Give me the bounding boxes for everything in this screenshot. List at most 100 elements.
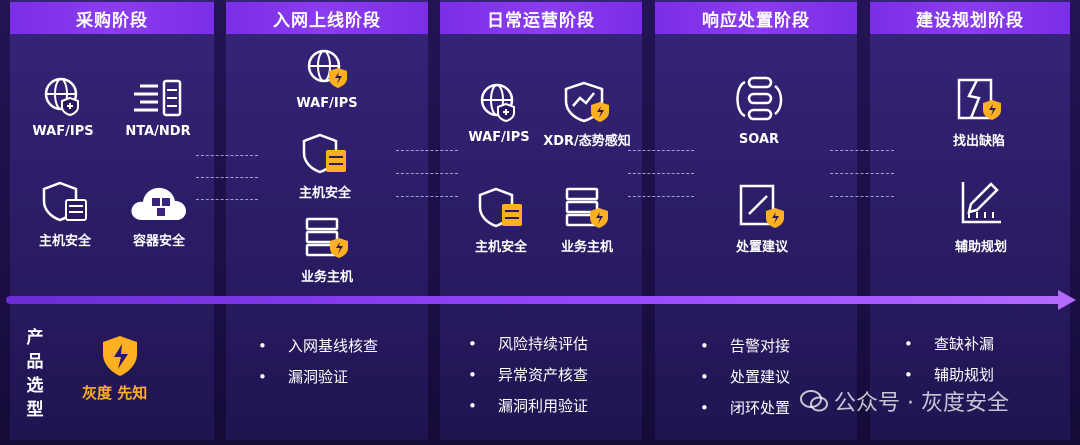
- list-item-text: 告警对接: [730, 337, 791, 355]
- shield-server-icon: [302, 133, 346, 174]
- connector-line: [396, 150, 458, 151]
- bullet-dot: •: [468, 365, 477, 384]
- shield-server-icon: [478, 187, 522, 228]
- connector-line: [628, 173, 694, 174]
- node-label: WAF/IPS: [32, 124, 94, 139]
- node-label: 主机安全: [298, 186, 351, 201]
- node-label: 主机安全: [474, 240, 527, 255]
- list-item: • 查缺补漏: [904, 328, 994, 359]
- list-item: • 漏洞验证: [258, 361, 378, 392]
- connector-line: [830, 173, 894, 174]
- bullet-dot: •: [904, 365, 913, 384]
- wechat-icon: [800, 390, 828, 412]
- timeline-bar: [6, 296, 1070, 304]
- globe-shield-icon: [480, 83, 515, 123]
- cloud-cubes-icon: [131, 187, 186, 220]
- node-label: 找出缺陷: [952, 134, 1005, 149]
- node-label: 业务主机: [560, 240, 613, 255]
- list-item-text: 闭环处置: [730, 399, 791, 417]
- node-label: WAF/IPS: [296, 96, 358, 111]
- connector-line: [396, 196, 458, 197]
- stage-header: 日常运营阶段: [440, 2, 642, 34]
- connector-line: [196, 177, 258, 178]
- list-item: • 入网基线核查: [258, 330, 378, 361]
- stage-header: 采购阶段: [10, 2, 214, 34]
- bullet-list-planning: • 查缺补漏 • 辅助规划: [904, 328, 994, 390]
- node-business-host: 业务主机: [292, 216, 362, 285]
- node-business-host: 业务主机: [550, 186, 624, 255]
- node-label: 主机安全: [38, 234, 91, 249]
- bullet-dot: •: [258, 336, 267, 355]
- stage-column-response: 响应处置阶段: [655, 0, 857, 440]
- list-item-text: 漏洞验证: [288, 368, 349, 386]
- bullet-dot: •: [700, 398, 709, 417]
- list-item: • 闭环处置: [700, 392, 790, 423]
- list-item-text: 入网基线核查: [288, 337, 379, 355]
- list-item: • 告警对接: [700, 330, 790, 361]
- product-selection-label: 产品选型: [26, 328, 44, 420]
- stage-header: 响应处置阶段: [655, 2, 857, 34]
- bullet-dot: •: [258, 367, 267, 386]
- list-item-text: 查缺补漏: [934, 335, 995, 353]
- list-item-text: 处置建议: [730, 368, 791, 386]
- timeline-arrow: [1058, 290, 1076, 310]
- bolt-shield-icon: [103, 336, 137, 376]
- shield-server-icon: [42, 181, 87, 222]
- server-rack-icon: [134, 79, 182, 117]
- node-label: WAF/IPS: [468, 130, 530, 145]
- node-container-security: 容器安全: [124, 180, 194, 249]
- bullet-dot: •: [700, 336, 709, 355]
- list-item: •风险持续评估: [468, 328, 588, 359]
- list-item: • 异常资产核查: [468, 359, 588, 390]
- connector-line: [830, 196, 894, 197]
- connector-line: [196, 155, 258, 156]
- document-pen-icon: [739, 184, 784, 228]
- node-waf-ips: WAF/IPS: [28, 74, 98, 139]
- bullet-dot: •: [904, 334, 913, 353]
- node-label: NTA/NDR: [125, 124, 191, 139]
- watermark: 公众号 · 灰度安全: [800, 385, 1009, 417]
- connector-line: [830, 150, 894, 151]
- brand-name: 灰度 先知: [82, 384, 148, 402]
- connector-line: [396, 173, 458, 174]
- workflow-cycle-icon: [736, 76, 783, 121]
- list-item-text: 风险持续评估: [498, 335, 589, 353]
- node-nta-ndr: NTA/NDR: [118, 78, 198, 139]
- connector-line: [196, 199, 258, 200]
- node-xdr: XDR/态势感知: [540, 80, 634, 149]
- stage-column-operations: 日常运营阶段: [440, 0, 642, 440]
- stage-column-planning: 建设规划阶段: [870, 0, 1070, 440]
- bullet-list-operations: •风险持续评估 • 异常资产核查 • 漏洞利用验证: [468, 328, 588, 421]
- bullet-list-response: • 告警对接 • 处置建议 • 闭环处置: [700, 330, 790, 423]
- list-item-text: 漏洞利用验证: [498, 397, 589, 415]
- node-label: 辅助规划: [954, 240, 1007, 255]
- node-host-security: 主机安全: [464, 186, 538, 255]
- node-label: XDR/态势感知: [543, 134, 631, 149]
- list-item: • 漏洞利用验证: [468, 390, 588, 421]
- globe-shield-icon: [44, 77, 79, 117]
- bullet-dot: •: [700, 367, 709, 386]
- node-label: 容器安全: [132, 234, 185, 249]
- bullet-dot: •: [468, 396, 477, 415]
- list-item-text: 异常资产核查: [498, 366, 589, 384]
- bullet-list-onboarding: • 入网基线核查 • 漏洞验证: [258, 330, 378, 392]
- connector-line: [628, 196, 694, 197]
- node-label: SOAR: [738, 132, 780, 147]
- list-item: • 处置建议: [700, 361, 790, 392]
- broken-panel-icon: [957, 78, 1001, 120]
- list-item-text: 辅助规划: [934, 366, 995, 384]
- server-bolt-icon: [565, 187, 608, 228]
- node-find-defects: 找出缺陷: [944, 76, 1014, 149]
- node-waf-ips: WAF/IPS: [292, 48, 362, 111]
- ruler-pencil-icon: [961, 182, 1001, 224]
- globe-bolt-icon: [307, 49, 347, 88]
- node-label: 业务主机: [300, 270, 353, 285]
- node-host-security: 主机安全: [30, 180, 100, 249]
- server-bolt-icon: [305, 217, 348, 258]
- node-soar: SOAR: [724, 74, 794, 147]
- node-label: 处置建议: [735, 240, 788, 255]
- stage-header: 入网上线阶段: [226, 2, 428, 34]
- node-host-security: 主机安全: [290, 132, 360, 201]
- node-waf-ips: WAF/IPS: [464, 80, 534, 145]
- shield-chart-icon: [564, 81, 609, 123]
